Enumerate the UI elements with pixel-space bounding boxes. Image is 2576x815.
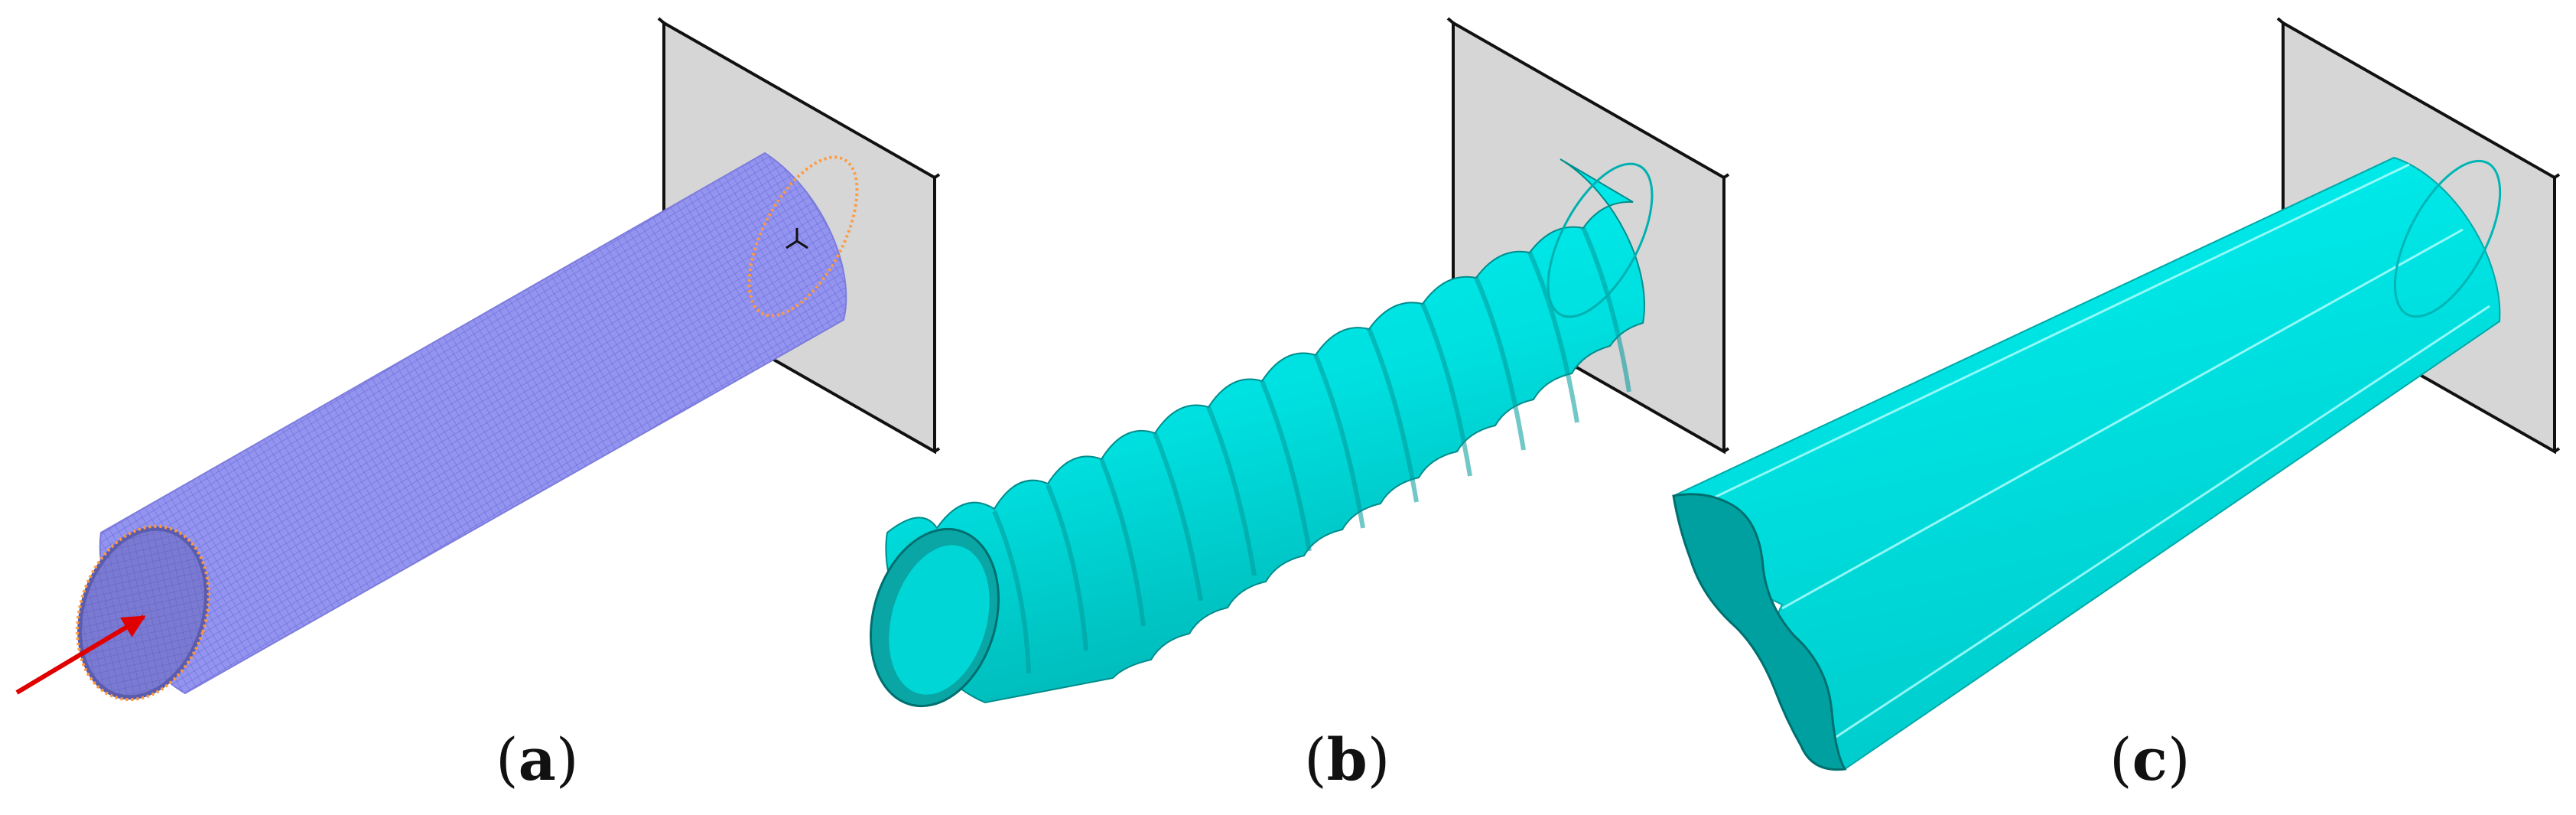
global-buckled-cylinder	[1672, 156, 2502, 771]
caption-a: (a)	[496, 725, 579, 794]
load-arrow-icon	[15, 615, 146, 695]
ring-buckled-cylinder	[870, 158, 1654, 708]
caption-b: (b)	[1304, 725, 1390, 794]
coordinate-triad-icon	[785, 228, 808, 249]
panel-b	[870, 17, 1730, 708]
panel-a	[15, 17, 941, 702]
panel-c	[1672, 17, 2561, 771]
meshed-cylinder	[76, 152, 859, 702]
caption-c: (c)	[2109, 725, 2191, 794]
